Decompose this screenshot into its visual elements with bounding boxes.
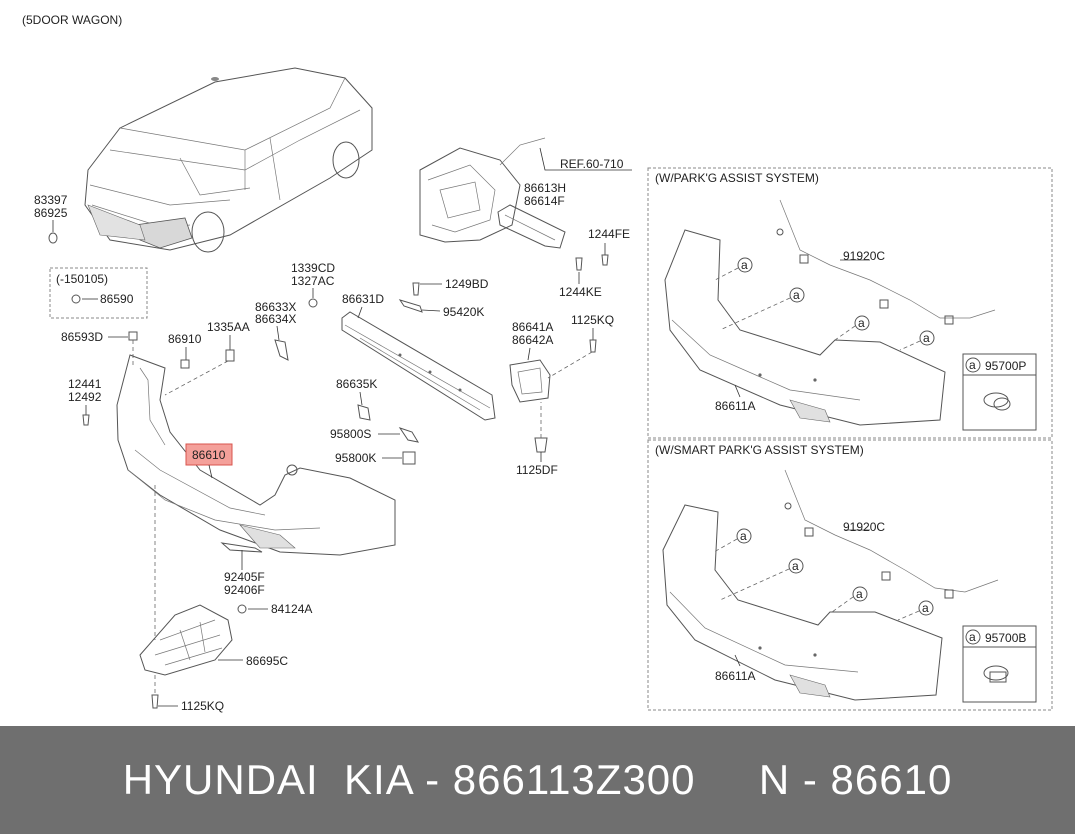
label-1244FE: 1244FE	[588, 227, 630, 241]
label-84124A: 84124A	[271, 602, 312, 616]
grommet-icon	[237, 604, 247, 614]
label-1335AA: 1335AA	[207, 320, 250, 334]
screw-1244KE-icon	[575, 257, 583, 271]
smart-callout-a1: a	[740, 529, 747, 543]
bracket-95420K-icon	[398, 299, 423, 313]
clip-icon	[71, 294, 81, 304]
car-illustration	[84, 67, 373, 253]
smart-bumper-label: 86611A	[715, 669, 755, 683]
label-1339CD: 1339CD	[291, 261, 335, 275]
nut-icon	[225, 349, 235, 362]
bolt-1125DF-icon	[534, 437, 548, 453]
label-83397: 83397	[34, 193, 68, 207]
harness-91920C-smart	[784, 469, 999, 599]
label-86590: 86590	[100, 292, 134, 306]
smart-sensor-label: 95700B	[985, 631, 1026, 645]
body-panel	[419, 137, 546, 243]
label-1327AC: 1327AC	[291, 274, 335, 288]
smart-panel-title: (W/SMART PARK'G ASSIST SYSTEM)	[655, 443, 864, 457]
label-86695C: 86695C	[246, 654, 288, 668]
nut-1339-icon	[308, 298, 318, 308]
park-harness-label: 91920C	[843, 249, 885, 263]
bumper-beam-86631D	[341, 311, 496, 421]
screw-icon	[82, 414, 90, 426]
date-note-box	[49, 267, 148, 319]
park-sensor-label: 95700P	[985, 359, 1026, 373]
label-12492: 12492	[68, 390, 102, 404]
smart-harness-label: 91920C	[843, 520, 885, 534]
park-bumper-label: 86611A	[715, 399, 755, 413]
smart-callout-a3: a	[856, 587, 863, 601]
sensor-95800K-icon	[402, 451, 416, 465]
panel-smart-park-assist: (W/SMART PARK'G ASSIST SYSTEM) 91920C a …	[647, 439, 1053, 711]
label-1249BD: 1249BD	[445, 277, 489, 291]
label-86610: 86610	[192, 448, 226, 462]
park-callout-a1: a	[741, 258, 748, 272]
fastener-icon	[128, 331, 138, 341]
park-sensor-callout: a	[969, 358, 976, 372]
bracket-86641A	[509, 359, 551, 403]
bumper-86611A-park	[664, 229, 946, 426]
bolt-1249-icon	[412, 282, 420, 296]
label-95800S: 95800S	[330, 427, 371, 441]
label-95420K: 95420K	[443, 305, 484, 319]
footer-bar: HYUNDAI KIA - 866113Z300 N - 86610	[0, 726, 1075, 834]
label-86631D: 86631D	[342, 292, 384, 306]
under-cover-86695C	[139, 604, 233, 676]
bracket-86633X-icon	[274, 339, 289, 361]
label-1125KQ-bottom: 1125KQ	[181, 699, 224, 713]
clip-86910-icon	[180, 359, 190, 369]
label-86925: 86925	[34, 206, 68, 220]
side-bracket-86613H	[497, 204, 566, 249]
park-callout-a3: a	[858, 316, 865, 330]
smart-sensor-callout: a	[969, 630, 976, 644]
park-callout-a2: a	[793, 288, 800, 302]
label-86634X: 86634X	[255, 312, 296, 326]
bumper-86611A-smart	[662, 504, 943, 701]
label-92406F: 92406F	[224, 583, 265, 597]
label-150105: (-150105)	[56, 272, 108, 286]
label-86641A: 86641A	[512, 320, 553, 334]
part-number-text: HYUNDAI KIA - 866113Z300 N - 86610	[122, 756, 953, 803]
label-1125DF: 1125DF	[516, 463, 558, 477]
smart-callout-a2: a	[792, 559, 799, 573]
ref-label: REF.60-710	[560, 157, 624, 171]
label-86614F: 86614F	[524, 194, 565, 208]
label-86613H: 86613H	[524, 181, 566, 195]
park-callout-a4: a	[923, 331, 930, 345]
label-86642A: 86642A	[512, 333, 553, 347]
harness-91920C-park	[776, 199, 996, 325]
bolt-1125KQ-icon	[589, 339, 597, 353]
rear-bumper-86610	[116, 354, 396, 556]
label-1244KE: 1244KE	[559, 285, 602, 299]
bracket-86635K-icon	[357, 404, 371, 421]
sensor-95700P-icon	[983, 392, 1011, 411]
screw-1244FE-icon	[601, 254, 609, 266]
smart-callout-a4: a	[922, 601, 929, 615]
label-12441: 12441	[68, 377, 102, 391]
sensor-95700B-icon	[983, 665, 1009, 683]
parts-diagram: (5DOOR WAGON) 83397 86925 (-150105) 8659…	[22, 13, 1053, 713]
park-panel-title: (W/PARK'G ASSIST SYSTEM)	[655, 171, 819, 185]
bracket-95800S-icon	[398, 427, 420, 443]
cap-icon	[48, 232, 58, 244]
label-86910: 86910	[168, 332, 202, 346]
label-86593D: 86593D	[61, 330, 103, 344]
label-86635K: 86635K	[336, 377, 377, 391]
bolt-icon	[151, 694, 159, 709]
label-95800K: 95800K	[335, 451, 376, 465]
variant-label: (5DOOR WAGON)	[22, 13, 122, 27]
panel-park-assist: (W/PARK'G ASSIST SYSTEM) 91920C a a a a	[647, 167, 1053, 439]
reflector-icon	[220, 542, 263, 553]
label-1125KQ-top: 1125KQ	[571, 313, 614, 327]
label-86633X: 86633X	[255, 300, 296, 314]
label-92405F: 92405F	[224, 570, 265, 584]
